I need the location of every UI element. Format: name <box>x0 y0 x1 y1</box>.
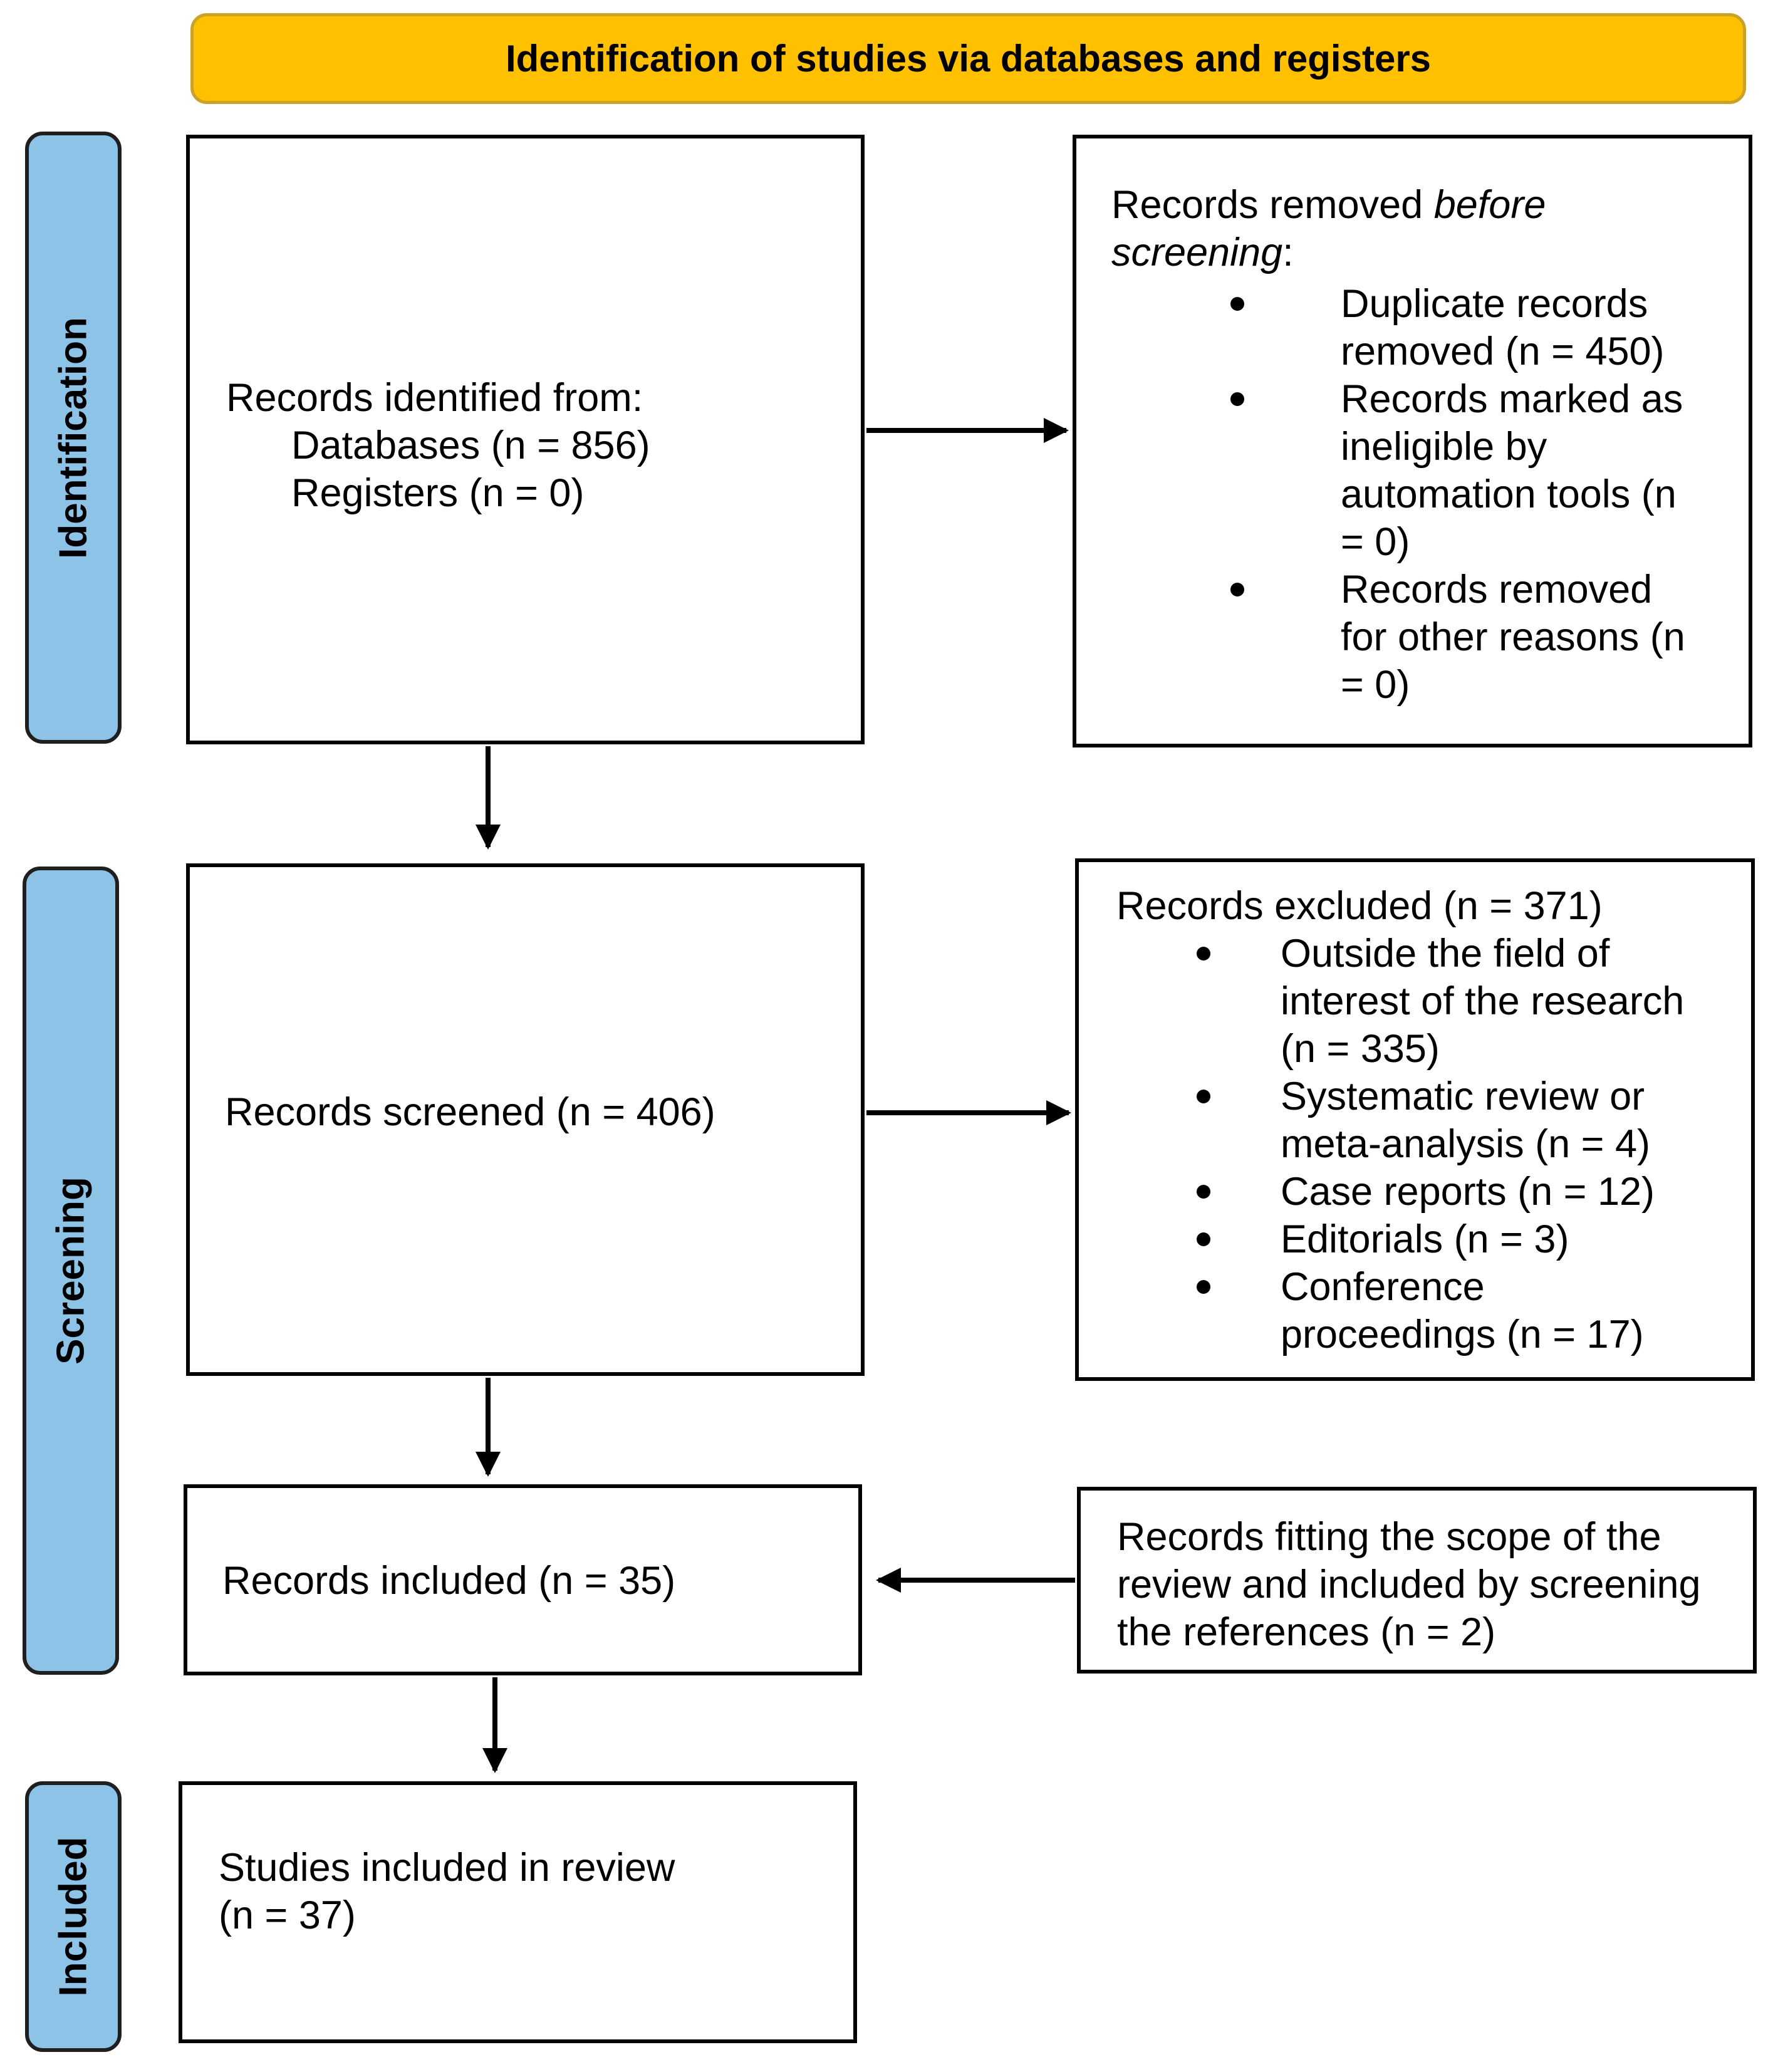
records-identified-databases: Databases (n = 856) <box>291 424 650 467</box>
bullet-icon <box>1230 392 1244 406</box>
stage-screening: Screening <box>23 867 119 1675</box>
bullet-icon <box>1197 1232 1210 1246</box>
records-removed-box: Records removed before screening: Duplic… <box>1073 135 1752 747</box>
studies-included-box: Studies included in review (n = 37) <box>179 1781 857 2043</box>
references-line-2: review and included by screening <box>1117 1563 1701 1606</box>
records-excluded-list: Outside the field of interest of the res… <box>1116 930 1749 1358</box>
list-item: Duplicate records removed (n = 450) <box>1111 280 1744 375</box>
records-removed-heading: Records removed before screening: <box>1111 181 1744 276</box>
studies-included-line-1: Studies included in review <box>219 1846 675 1890</box>
list-item: Outside the field of interest of the res… <box>1116 930 1749 1073</box>
references-box: Records fitting the scope of the review … <box>1077 1487 1757 1674</box>
records-screened-text: Records screened (n = 406) <box>225 1090 715 1134</box>
records-removed-heading-colon: : <box>1282 231 1294 274</box>
records-excluded-box: Records excluded (n = 371) Outside the f… <box>1075 858 1755 1381</box>
stage-included: Included <box>25 1781 122 2052</box>
records-removed-list: Duplicate records removed (n = 450) Reco… <box>1111 280 1744 709</box>
references-line-3: the references (n = 2) <box>1117 1610 1496 1654</box>
bullet-icon <box>1230 583 1244 596</box>
bullet-icon <box>1197 1280 1210 1294</box>
records-excluded-heading: Records excluded (n = 371) <box>1116 884 1603 928</box>
identification-banner: Identification of studies via databases … <box>190 13 1746 104</box>
records-removed-heading-plain: Records removed <box>1111 183 1434 227</box>
records-identified-registers: Registers (n = 0) <box>291 471 585 515</box>
records-included-text: Records included (n = 35) <box>222 1559 676 1603</box>
records-identified-heading: Records identified from: <box>226 376 643 420</box>
records-included-box: Records included (n = 35) <box>184 1484 862 1675</box>
references-line-1: Records fitting the scope of the <box>1117 1515 1661 1559</box>
list-item: Records marked as ineligible by automati… <box>1111 375 1744 566</box>
list-item: Editorials (n = 3) <box>1116 1216 1749 1263</box>
records-screened-box: Records screened (n = 406) <box>186 863 865 1376</box>
list-item: Case reports (n = 12) <box>1116 1168 1749 1216</box>
bullet-icon <box>1197 947 1210 961</box>
stage-identification: Identification <box>25 132 122 744</box>
records-removed-heading-italic: before <box>1433 183 1546 227</box>
bullet-icon <box>1197 1090 1210 1103</box>
bullet-icon <box>1230 297 1244 311</box>
records-removed-heading-italic-2: screening <box>1111 231 1283 274</box>
bullet-icon <box>1197 1185 1210 1199</box>
list-item: Systematic review or meta-analysis (n = … <box>1116 1073 1749 1168</box>
studies-included-line-2: (n = 37) <box>219 1893 356 1937</box>
records-identified-box: Records identified from: Databases (n = … <box>186 135 865 744</box>
list-item: Conference proceedings (n = 17) <box>1116 1263 1749 1358</box>
banner-title: Identification of studies via databases … <box>505 38 1432 80</box>
list-item: Records removed for other reasons (n = 0… <box>1111 566 1744 709</box>
